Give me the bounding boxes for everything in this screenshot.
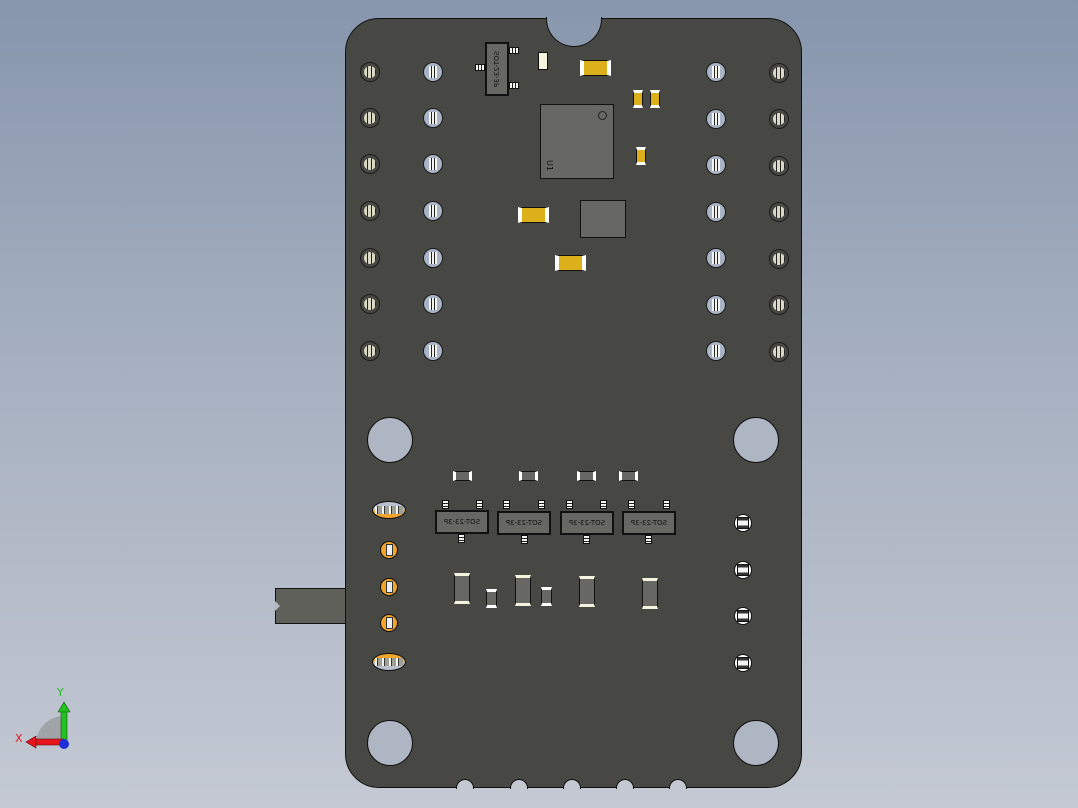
mounting-hole: [367, 417, 413, 463]
sot23-top[interactable]: SOT-23-3P: [485, 42, 509, 96]
component-label: SOT-23-3P: [493, 50, 501, 88]
component-lead: [503, 500, 510, 509]
sot23-4[interactable]: SOT-23-3P: [622, 511, 676, 535]
y-axis-label: Y: [57, 686, 64, 699]
connector-pad[interactable]: [734, 561, 752, 579]
pin1-marker: [598, 111, 607, 120]
smd-capacitor[interactable]: [518, 207, 549, 223]
smd-capacitor[interactable]: [633, 90, 643, 108]
header-pad[interactable]: [360, 341, 380, 361]
component-lead: [458, 534, 465, 543]
smd-resistor[interactable]: [453, 471, 472, 481]
header-pad[interactable]: [360, 201, 380, 221]
header-pad[interactable]: [769, 63, 789, 83]
connector-pad[interactable]: [380, 541, 398, 559]
axis-triad-icon: [25, 701, 71, 749]
header-pad[interactable]: [706, 109, 726, 129]
ic-small[interactable]: [580, 200, 626, 238]
smd-resistor[interactable]: [538, 52, 548, 70]
smd-component[interactable]: [454, 573, 470, 604]
header-pad[interactable]: [423, 62, 443, 82]
smd-capacitor[interactable]: [580, 60, 611, 76]
header-pad[interactable]: [423, 248, 443, 268]
component-label: SOT-23-3P: [568, 519, 606, 527]
component-lead: [509, 82, 519, 89]
component-lead: [566, 500, 573, 509]
header-pad[interactable]: [769, 202, 789, 222]
header-pad[interactable]: [360, 154, 380, 174]
header-pad[interactable]: [706, 295, 726, 315]
connector-pad-oval[interactable]: [372, 501, 406, 519]
header-pad[interactable]: [769, 295, 789, 315]
smd-resistor[interactable]: [619, 471, 638, 481]
header-pad[interactable]: [423, 201, 443, 221]
component-lead: [645, 535, 652, 544]
smd-component[interactable]: [486, 589, 497, 608]
component-lead: [663, 500, 670, 509]
component-lead: [476, 500, 483, 509]
component-lead: [628, 500, 635, 509]
smd-component[interactable]: [579, 576, 595, 607]
smd-resistor[interactable]: [519, 471, 538, 481]
smd-capacitor[interactable]: [650, 90, 660, 108]
x-axis-label: X: [15, 732, 23, 745]
component-lead: [509, 47, 519, 54]
header-pad[interactable]: [423, 294, 443, 314]
connector-pad[interactable]: [734, 514, 752, 532]
connector-pad[interactable]: [380, 578, 398, 596]
connector-pad[interactable]: [734, 654, 752, 672]
sot23-1[interactable]: SOT-23-3P: [435, 510, 489, 534]
header-pad[interactable]: [423, 108, 443, 128]
header-pad[interactable]: [769, 342, 789, 362]
header-pad[interactable]: [769, 249, 789, 269]
smd-capacitor[interactable]: [636, 147, 646, 165]
tab-notch: [274, 600, 280, 612]
smd-component[interactable]: [541, 587, 552, 606]
header-pad[interactable]: [769, 156, 789, 176]
component-lead: [521, 535, 528, 544]
component-lead: [600, 500, 607, 509]
component-lead: [583, 535, 590, 544]
header-pad[interactable]: [706, 155, 726, 175]
header-pad[interactable]: [706, 62, 726, 82]
header-pad[interactable]: [423, 154, 443, 174]
smd-component[interactable]: [642, 578, 658, 609]
ic-main[interactable]: U1: [540, 104, 614, 179]
header-pad[interactable]: [423, 341, 443, 361]
connector-pad[interactable]: [380, 614, 398, 632]
header-pad[interactable]: [706, 248, 726, 268]
connector-pad-oval[interactable]: [372, 653, 406, 671]
sot23-2[interactable]: SOT-23-3P: [497, 511, 551, 535]
component-lead: [442, 500, 449, 509]
header-pad[interactable]: [706, 341, 726, 361]
mounting-hole: [733, 720, 779, 766]
header-pad[interactable]: [769, 109, 789, 129]
smd-capacitor[interactable]: [555, 255, 586, 271]
mounting-hole: [367, 720, 413, 766]
ic-label: U1: [544, 160, 554, 171]
sot23-3[interactable]: SOT-23-3P: [560, 511, 614, 535]
side-connector-tab[interactable]: [275, 588, 346, 624]
smd-resistor[interactable]: [577, 471, 596, 481]
header-pad[interactable]: [360, 248, 380, 268]
smd-component[interactable]: [515, 575, 531, 606]
component-lead: [538, 500, 545, 509]
component-lead: [475, 64, 485, 71]
component-label: SOT-23-3P: [630, 519, 668, 527]
header-pad[interactable]: [360, 108, 380, 128]
header-pad[interactable]: [360, 62, 380, 82]
component-label: SOT-23-3P: [443, 518, 481, 526]
view-triad[interactable]: Y X: [14, 686, 74, 756]
connector-pad[interactable]: [734, 607, 752, 625]
component-label: SOT-23-3P: [505, 519, 543, 527]
header-pad[interactable]: [706, 202, 726, 222]
mounting-hole: [733, 417, 779, 463]
header-pad[interactable]: [360, 294, 380, 314]
